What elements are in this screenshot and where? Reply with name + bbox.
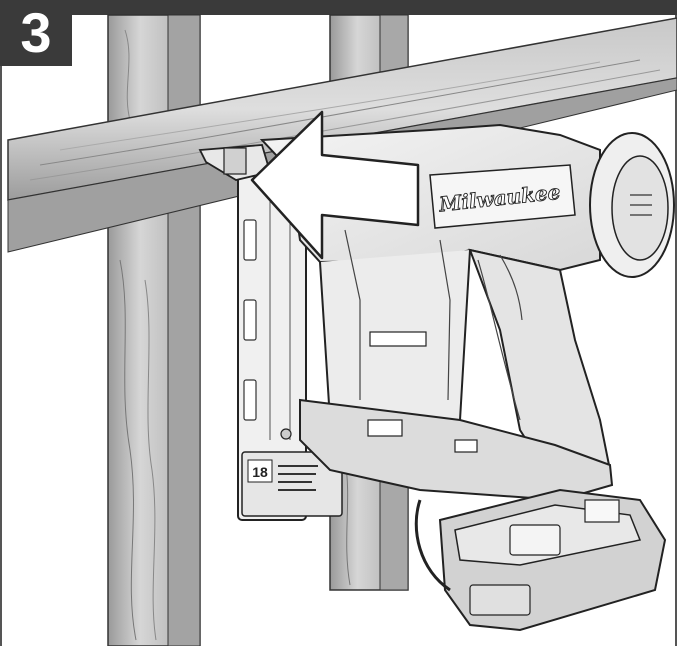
frame-border-right	[675, 15, 677, 646]
battery-pack	[414, 488, 667, 632]
header-bar	[0, 0, 677, 15]
stapler-magazine: 18	[237, 169, 343, 521]
left-arrow-icon	[250, 110, 420, 260]
stapler-nose	[198, 144, 272, 181]
frame-border-left	[0, 15, 2, 646]
stapler-base	[299, 398, 614, 502]
stapler-end-cap	[589, 132, 675, 278]
gauge-label: 18	[252, 464, 268, 480]
step-number-badge: 3	[0, 0, 72, 66]
